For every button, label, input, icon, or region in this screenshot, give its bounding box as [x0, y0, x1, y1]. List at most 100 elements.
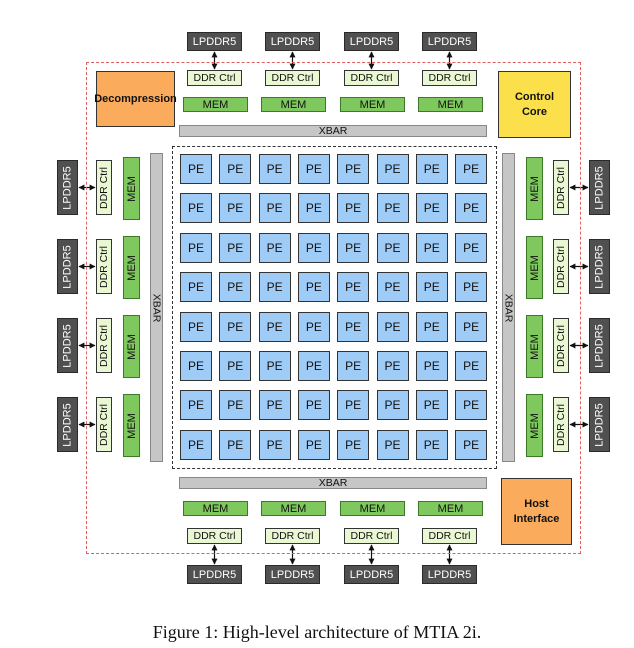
pe-r5-c2: PE	[219, 311, 252, 342]
mem-right-2: MEM	[526, 236, 543, 299]
pe-r1-c4-label: PE	[305, 162, 322, 176]
lpddr5-top-3-label: LPDDR5	[349, 35, 394, 48]
ddr-ctrl-bottom-2: DDR Ctrl	[265, 528, 320, 544]
pe-r7-c8-label: PE	[463, 398, 480, 413]
pe-r7-c7-label: PE	[423, 398, 440, 413]
pe-r2-c5-label: PE	[345, 201, 362, 216]
pe-r1-c3-label: PE	[266, 162, 283, 176]
pe-r4-c1-label: PE	[187, 280, 204, 295]
host-interface-block: Host Interface	[501, 478, 572, 545]
lpddr5-left-3: LPDDR5	[57, 318, 78, 373]
pe-r1-c1: PE	[180, 154, 212, 184]
pe-r6-c2: PE	[219, 351, 252, 381]
lpddr5-top-4: LPDDR5	[422, 32, 477, 51]
pe-r7-c1-label: PE	[187, 398, 204, 413]
lpddr5-left-2-label: LPDDR5	[61, 244, 74, 289]
pe-r8-c5: PE	[337, 429, 370, 460]
pe-r6-c6: PE	[376, 351, 409, 381]
ddr-ctrl-right-1: DDR Ctrl	[553, 160, 569, 215]
ddr-ctrl-bottom-3-label: DDR Ctrl	[350, 530, 393, 542]
lpddr5-top-3: LPDDR5	[344, 32, 399, 51]
ddr-ctrl-bottom-4: DDR Ctrl	[422, 528, 477, 544]
mem-left-4-label: MEM	[125, 412, 138, 439]
xbar-bottom-label: XBAR	[318, 477, 348, 489]
pe-r2-c7: PE	[415, 193, 448, 224]
mem-bottom-3-label: MEM	[359, 502, 386, 515]
pe-r4-c2: PE	[219, 272, 252, 303]
mem-right-3-label: MEM	[528, 333, 541, 360]
pe-r3-c6-label: PE	[384, 240, 401, 255]
pe-r3-c3-label: PE	[266, 240, 283, 255]
pe-r4-c5: PE	[337, 272, 370, 303]
pe-r3-c2: PE	[219, 232, 252, 263]
mem-left-1-label: MEM	[125, 175, 138, 202]
ddr-ctrl-right-4: DDR Ctrl	[553, 397, 569, 452]
pe-r3-c2-label: PE	[227, 240, 244, 255]
lpddr5-left-1-label: LPDDR5	[61, 165, 74, 210]
lpddr5-bottom-1-label: LPDDR5	[192, 568, 237, 581]
pe-r2-c2: PE	[219, 193, 252, 224]
pe-r4-c7-label: PE	[423, 280, 440, 295]
pe-r2-c6-label: PE	[384, 201, 401, 216]
mem-bottom-1-label: MEM	[202, 502, 229, 515]
pe-r1-c3: PE	[258, 154, 291, 184]
pe-r5-c6-label: PE	[384, 319, 401, 334]
lpddr5-top-2: LPDDR5	[265, 32, 320, 51]
pe-r1-c5: PE	[337, 154, 370, 184]
pe-r4-c2-label: PE	[227, 280, 244, 295]
pe-r7-c6-label: PE	[384, 398, 401, 413]
pe-r5-c4: PE	[297, 311, 330, 342]
pe-r2-c4-label: PE	[305, 201, 322, 216]
pe-r8-c1-label: PE	[187, 437, 204, 452]
pe-r8-c7-label: PE	[423, 437, 440, 452]
pe-r3-c1-label: PE	[187, 240, 204, 255]
xbar-top: XBAR	[179, 125, 487, 137]
pe-r2-c2-label: PE	[227, 201, 244, 216]
mem-top-4-label: MEM	[437, 98, 464, 111]
pe-r8-c2-label: PE	[227, 437, 244, 452]
lpddr5-bottom-3-label: LPDDR5	[349, 568, 394, 581]
ddr-ctrl-right-4-label: DDR Ctrl	[555, 403, 567, 446]
pe-r4-c7: PE	[415, 272, 448, 303]
lpddr5-bottom-1: LPDDR5	[187, 565, 242, 584]
xbar-right: XBAR	[502, 153, 515, 462]
pe-r7-c1: PE	[180, 390, 212, 421]
ddr-ctrl-top-2: DDR Ctrl	[265, 70, 320, 86]
ddr-ctrl-left-4-label: DDR Ctrl	[98, 403, 110, 446]
lpddr5-left-1: LPDDR5	[57, 160, 78, 215]
pe-r6-c3: PE	[258, 351, 291, 381]
pe-r6-c1: PE	[180, 351, 212, 381]
pe-r6-c5-label: PE	[345, 359, 362, 373]
pe-r4-c3-label: PE	[266, 280, 283, 295]
pe-r6-c8: PE	[455, 351, 488, 381]
pe-r1-c2-label: PE	[227, 162, 244, 176]
lpddr5-left-3-label: LPDDR5	[61, 323, 74, 368]
ddr-ctrl-left-1: DDR Ctrl	[96, 160, 112, 215]
ddr-ctrl-right-3-label: DDR Ctrl	[555, 324, 567, 367]
pe-r5-c8-label: PE	[463, 319, 480, 334]
mem-top-2: MEM	[261, 97, 326, 112]
pe-r5-c6: PE	[376, 311, 409, 342]
pe-r4-c1: PE	[180, 272, 212, 303]
ddr-ctrl-left-3-label: DDR Ctrl	[98, 324, 110, 367]
lpddr5-left-4-label: LPDDR5	[61, 402, 74, 447]
pe-r8-c1: PE	[180, 429, 212, 460]
lpddr5-top-1-label: LPDDR5	[192, 35, 237, 48]
pe-r8-c7: PE	[415, 429, 448, 460]
ddr-ctrl-bottom-1: DDR Ctrl	[187, 528, 242, 544]
control-core-block-label: Control Core	[514, 90, 555, 118]
pe-r3-c4: PE	[297, 232, 330, 263]
pe-r7-c3-label: PE	[266, 398, 283, 413]
mem-right-2-label: MEM	[528, 254, 541, 281]
pe-r2-c8: PE	[455, 193, 488, 224]
lpddr5-right-4: LPDDR5	[589, 397, 610, 452]
ddr-ctrl-bottom-3: DDR Ctrl	[344, 528, 399, 544]
mem-left-3: MEM	[123, 315, 140, 378]
pe-r2-c3-label: PE	[266, 201, 283, 216]
pe-r7-c4: PE	[297, 390, 330, 421]
lpddr5-top-2-label: LPDDR5	[270, 35, 315, 48]
pe-r7-c6: PE	[376, 390, 409, 421]
lpddr5-right-1: LPDDR5	[589, 160, 610, 215]
pe-r2-c4: PE	[297, 193, 330, 224]
